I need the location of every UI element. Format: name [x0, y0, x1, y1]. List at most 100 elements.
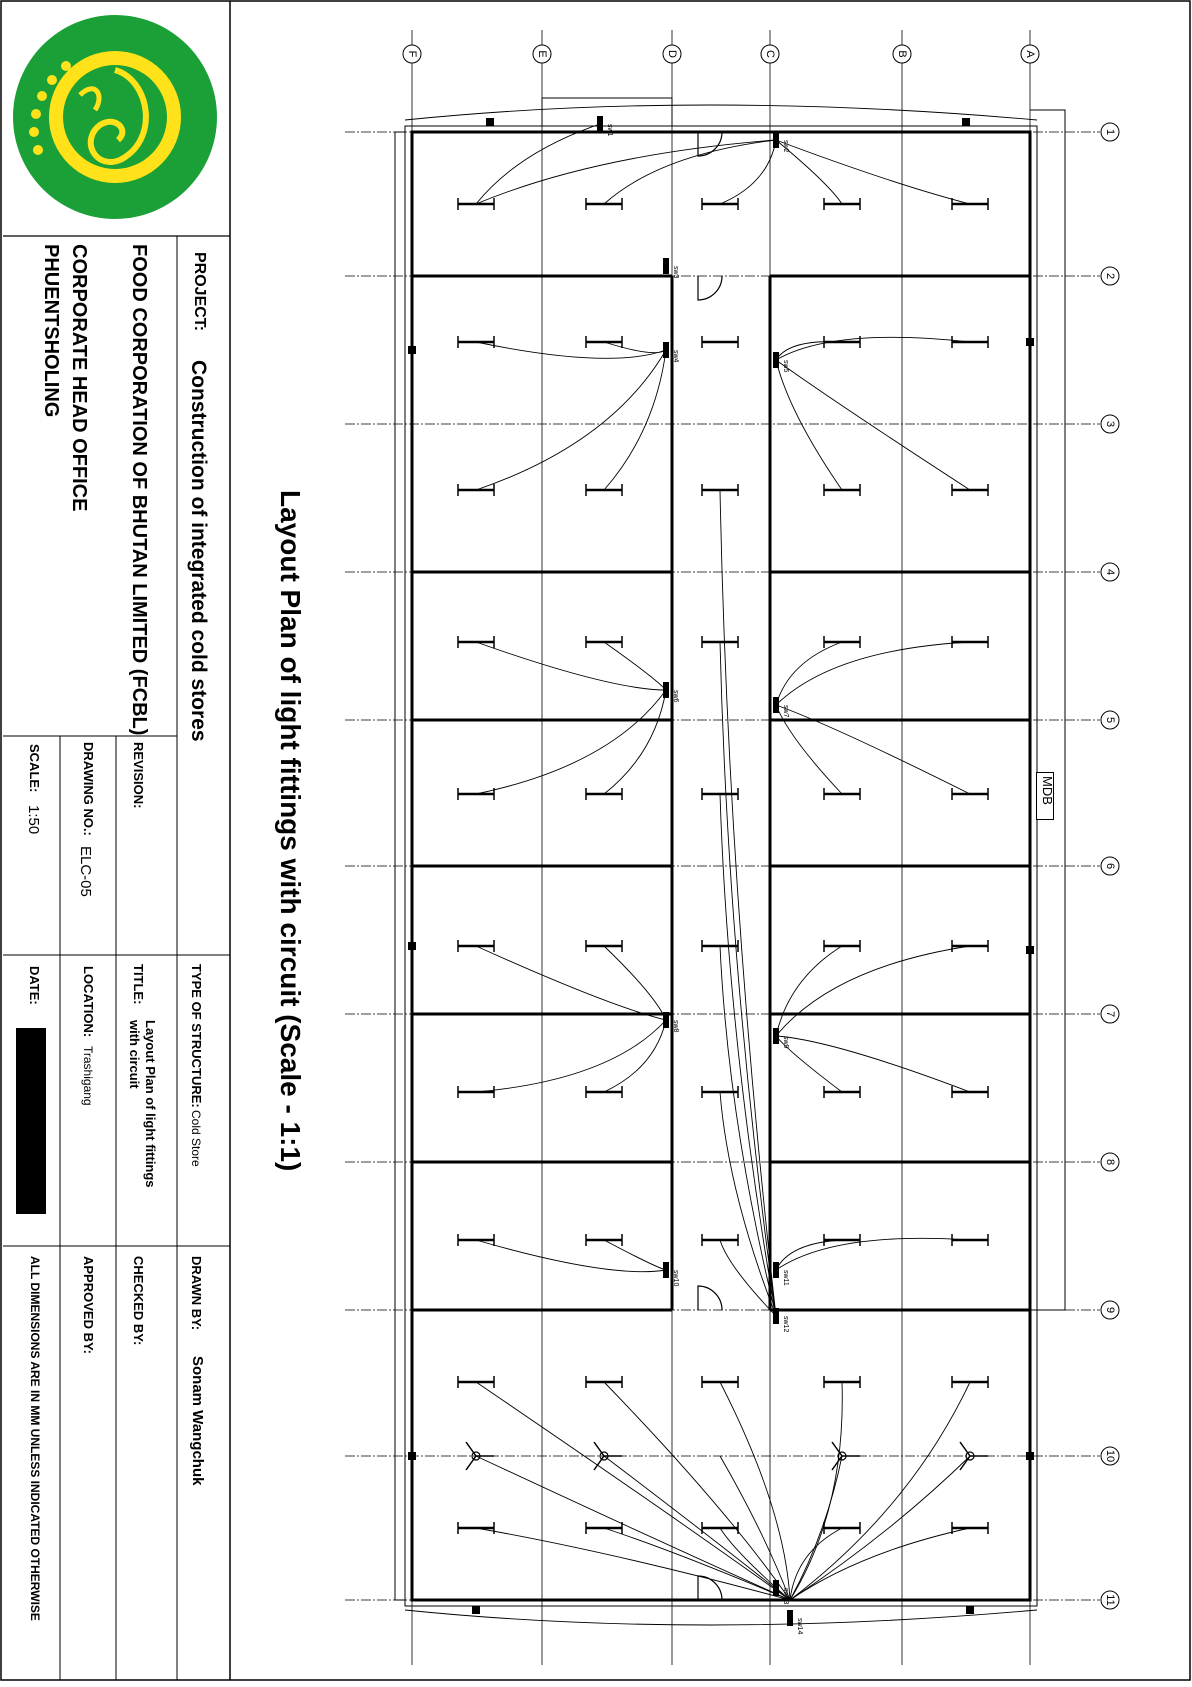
socket-3: [1026, 338, 1034, 346]
switch-label-7: sw8: [672, 1020, 679, 1033]
structure-label: TYPE OF STRUCTURE:: [189, 964, 204, 1108]
grid-tag-1: 1: [1104, 129, 1116, 135]
grid-bubble-c: [760, 44, 780, 64]
mdb-panel: [1036, 772, 1054, 820]
scale-value: 1:50: [25, 805, 42, 835]
grid-tag-11: 11: [1104, 1594, 1116, 1605]
fcb-logo: [13, 15, 217, 219]
location-label: LOCATION:: [81, 966, 96, 1038]
switch-label-10: sw11: [782, 1270, 789, 1286]
drawing-no-label: DRAWING NO.:: [81, 742, 96, 836]
structure-value: Cold Store: [189, 1110, 203, 1167]
corridor-feed: [541, 97, 673, 127]
socket-5: [1026, 1452, 1034, 1460]
location-value: Trashigang: [81, 1046, 95, 1106]
socket-0: [408, 346, 416, 354]
project-label: PROJECT:: [191, 252, 208, 332]
grid-bubble-8: [1100, 1152, 1120, 1172]
grid-tag-8: 8: [1104, 1159, 1116, 1165]
grid-bubble-2: [1100, 266, 1120, 286]
drawing-no: ELC-05: [77, 846, 94, 897]
grid-bubble-f: [402, 44, 422, 64]
grid-tag-6: 6: [1104, 863, 1116, 869]
grid-bubble-d: [662, 44, 682, 64]
mdb-label: MDB: [1040, 776, 1055, 805]
switch-label-11: sw12: [782, 1316, 789, 1332]
door-1: [697, 131, 723, 157]
switch-label-8: sw9: [782, 1036, 789, 1049]
mdb-feeder: [1030, 109, 1066, 1311]
floor-plan: ABCDEF1234567891011sw1sw2sw3sw4sw5sw6sw7…: [345, 30, 1120, 1665]
grid-tag-10: 10: [1104, 1450, 1116, 1462]
grid-bubble-1: [1100, 122, 1120, 142]
office-line-2: PHUENTSHOLING: [40, 244, 62, 418]
door-2: [697, 275, 723, 301]
switch-board-2: [663, 258, 669, 274]
drawn-by-value: Sonam Wangchuk: [189, 1356, 206, 1486]
project-name: Construction of integrated cold stores: [187, 360, 210, 742]
switch-label-2: sw3: [672, 266, 679, 279]
date-redaction-block: [16, 1028, 46, 1214]
grid-tag-2: 2: [1104, 273, 1116, 279]
grid-bubble-6: [1100, 856, 1120, 876]
perimeter-conduit-bottom: [404, 1609, 1038, 1626]
switch-label-0: sw1: [606, 124, 613, 137]
grid-bubble-e: [532, 44, 552, 64]
grid-tag-b: B: [896, 50, 908, 57]
switch-label-13: sw14: [796, 1618, 803, 1634]
grid-bubble-4: [1100, 562, 1120, 582]
switch-label-9: sw10: [672, 1270, 679, 1286]
title-line-2: with circuit: [127, 1020, 142, 1089]
door-4: [697, 1575, 723, 1601]
grid-tag-9: 9: [1104, 1307, 1116, 1313]
socket-2: [408, 1452, 416, 1460]
grid-bubble-b: [892, 44, 912, 64]
drawing-title: Layout Plan of light fittings with circu…: [275, 490, 306, 1172]
grid-tag-5: 5: [1104, 717, 1116, 723]
socket-6: [472, 1606, 480, 1614]
client-name: FOOD CORPORATION OF BHUTAN LIMITED (FCBL…: [128, 244, 150, 736]
grid-tag-a: A: [1024, 50, 1036, 58]
grid-bubble-9: [1100, 1300, 1120, 1320]
grid-tag-c: C: [764, 50, 776, 58]
revision-label: REVISION:: [131, 742, 146, 809]
switch-label-5: sw6: [672, 690, 679, 703]
grid-tag-f: F: [406, 51, 418, 58]
grid-bubble-3: [1100, 414, 1120, 434]
socket-9: [962, 118, 970, 126]
grid-bubble-5: [1100, 710, 1120, 730]
drawn-by-label: DRAWN BY:: [189, 1256, 204, 1331]
door-3: [697, 1285, 723, 1311]
title-line-1: Layout Plan of light fittings: [143, 1020, 158, 1188]
switch-label-3: sw4: [672, 350, 679, 363]
perimeter-conduit-left: [394, 131, 405, 1601]
title-label: TITLE:: [131, 964, 146, 1005]
office-line-1: CORPORATE HEAD OFFICE: [68, 244, 90, 512]
checked-by-label: CHECKED BY:: [131, 1256, 146, 1346]
grid-tag-e: E: [536, 50, 548, 57]
grid-tag-4: 4: [1104, 569, 1116, 575]
perimeter-conduit-top: [404, 104, 1038, 121]
grid-tag-7: 7: [1104, 1011, 1116, 1017]
outer-wall-line: [404, 125, 1038, 1607]
socket-4: [1026, 946, 1034, 954]
switch-label-1: sw2: [782, 140, 789, 153]
switch-board-13: [787, 1610, 793, 1626]
grid-tag-d: D: [666, 50, 678, 58]
grid-bubble-11: [1100, 1590, 1120, 1610]
socket-7: [966, 1606, 974, 1614]
footnote: ALL DIMENSIONS ARE IN MM UNLESS INDICATE…: [28, 1256, 42, 1621]
approved-by-label: APPROVED BY:: [81, 1256, 96, 1354]
socket-8: [486, 118, 494, 126]
date-label: DATE:: [27, 966, 42, 1005]
grid-bubble-10: [1100, 1446, 1120, 1466]
switch-label-6: sw7: [782, 705, 789, 718]
socket-1: [408, 942, 416, 950]
grid-tag-3: 3: [1104, 421, 1116, 427]
scale-label: SCALE:: [27, 744, 42, 793]
grid-bubble-7: [1100, 1004, 1120, 1024]
grid-bubble-a: [1020, 44, 1040, 64]
